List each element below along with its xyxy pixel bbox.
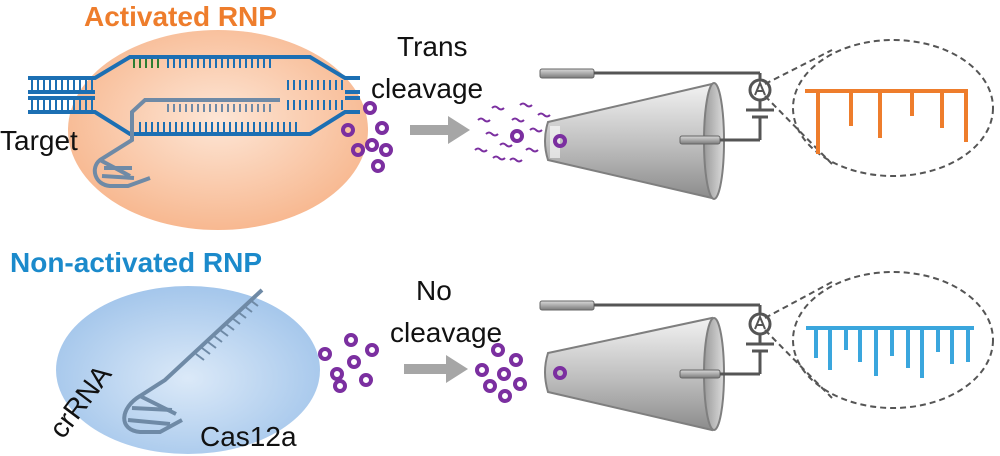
- crrna-free: [122, 288, 264, 434]
- ammeter-icon-bottom: [748, 312, 772, 336]
- trans-label-line2: cleavage: [371, 73, 483, 104]
- circuit-bottom: [746, 305, 774, 374]
- no-label-line2: cleavage: [390, 317, 502, 348]
- zoom-callout-top: [764, 39, 994, 177]
- target-dna: [28, 55, 360, 136]
- trans-label-line1: Trans: [397, 31, 468, 62]
- circuit-top: [746, 73, 774, 140]
- ammeter-icon: [748, 78, 772, 102]
- dna-base-pairs: [31, 59, 343, 132]
- reporter-particle-intact: [510, 129, 524, 143]
- target-label: Target: [0, 125, 78, 156]
- process-arrow-bottom: [404, 355, 468, 383]
- nanopipette-bottom: [544, 316, 725, 432]
- nanopipette-top: [544, 82, 725, 200]
- cleaved-fragments: [474, 102, 551, 163]
- crrna-spacer-bases: [167, 104, 271, 112]
- zoom-callout-bottom: [764, 271, 994, 409]
- pam-site: [133, 59, 159, 68]
- crrna-bound: [92, 98, 280, 188]
- non-activated-rnp-title: Non-activated RNP: [10, 247, 262, 278]
- crrna-free-bases: [195, 299, 259, 361]
- current-trace-top: [805, 89, 968, 154]
- reporter-particles-bottom-right: [475, 343, 527, 403]
- activated-rnp-title: Activated RNP: [84, 1, 277, 32]
- electrode-bottom-upper: [539, 300, 760, 311]
- no-label-line1: No: [416, 275, 452, 306]
- process-arrow-top: [410, 116, 470, 144]
- electrode-top-lower: [679, 135, 760, 145]
- current-trace-bottom: [806, 326, 974, 378]
- reporter-particles-top: [341, 101, 393, 173]
- electrode-bottom-lower: [679, 369, 760, 379]
- rnp-complex-non-activated: [56, 286, 320, 454]
- electrode-top-upper: [539, 68, 760, 79]
- reporter-particles-bottom-left: [318, 333, 379, 393]
- cas12a-label: Cas12a: [200, 421, 297, 452]
